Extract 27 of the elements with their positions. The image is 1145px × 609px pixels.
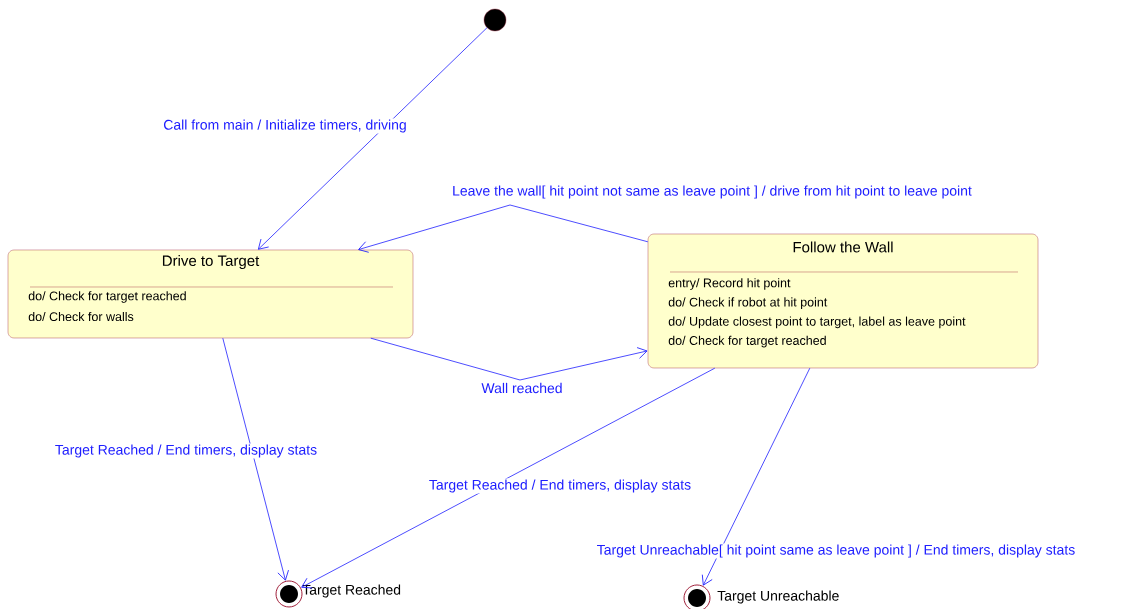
- activity-text: do/ Update closest point to target, label as leave point: [668, 316, 966, 329]
- state-box: [7, 249, 414, 339]
- activity-text: do/ Check for walls: [28, 311, 134, 322]
- edge-label: Target Reached / End timers, display stats: [53, 443, 319, 459]
- transition-arrow: [257, 27, 488, 250]
- state-box: [647, 233, 1039, 369]
- edge-label: Target Reached / End timers, display stats: [427, 478, 693, 494]
- activity-text: do/ Check for target reached: [28, 291, 186, 303]
- transition-arrow: [301, 367, 716, 589]
- final-state: [683, 584, 711, 609]
- edge-label: Call from main / Initialize timers, driving: [162, 118, 408, 134]
- edge-label: Target Unreachable[ hit point same as leave point ] / End timers, display stats: [595, 543, 1077, 559]
- transition-arrow: [358, 204, 649, 253]
- transition-arrow: [370, 337, 648, 381]
- state-label: Target Reached: [302, 584, 401, 598]
- activity-text: do/ Check for target reached: [668, 335, 826, 348]
- transition-arrow: [222, 337, 289, 581]
- state-name: Follow the Wall: [793, 241, 893, 253]
- edge-label: Leave the wall[ hit point not same as leave point ] / drive from hit point to leave point: [451, 184, 973, 200]
- edge-label: Wall reached: [480, 381, 564, 395]
- activity-text: entry/ Record hit point: [668, 278, 791, 290]
- activity-text: do/ Check if robot at hit point: [668, 297, 828, 309]
- transition-arrow: [701, 367, 811, 586]
- final-state: [275, 580, 303, 608]
- initial-state: [483, 8, 507, 32]
- state-name: Drive to Target: [162, 255, 260, 269]
- state-label: Target Unreachable: [717, 590, 839, 604]
